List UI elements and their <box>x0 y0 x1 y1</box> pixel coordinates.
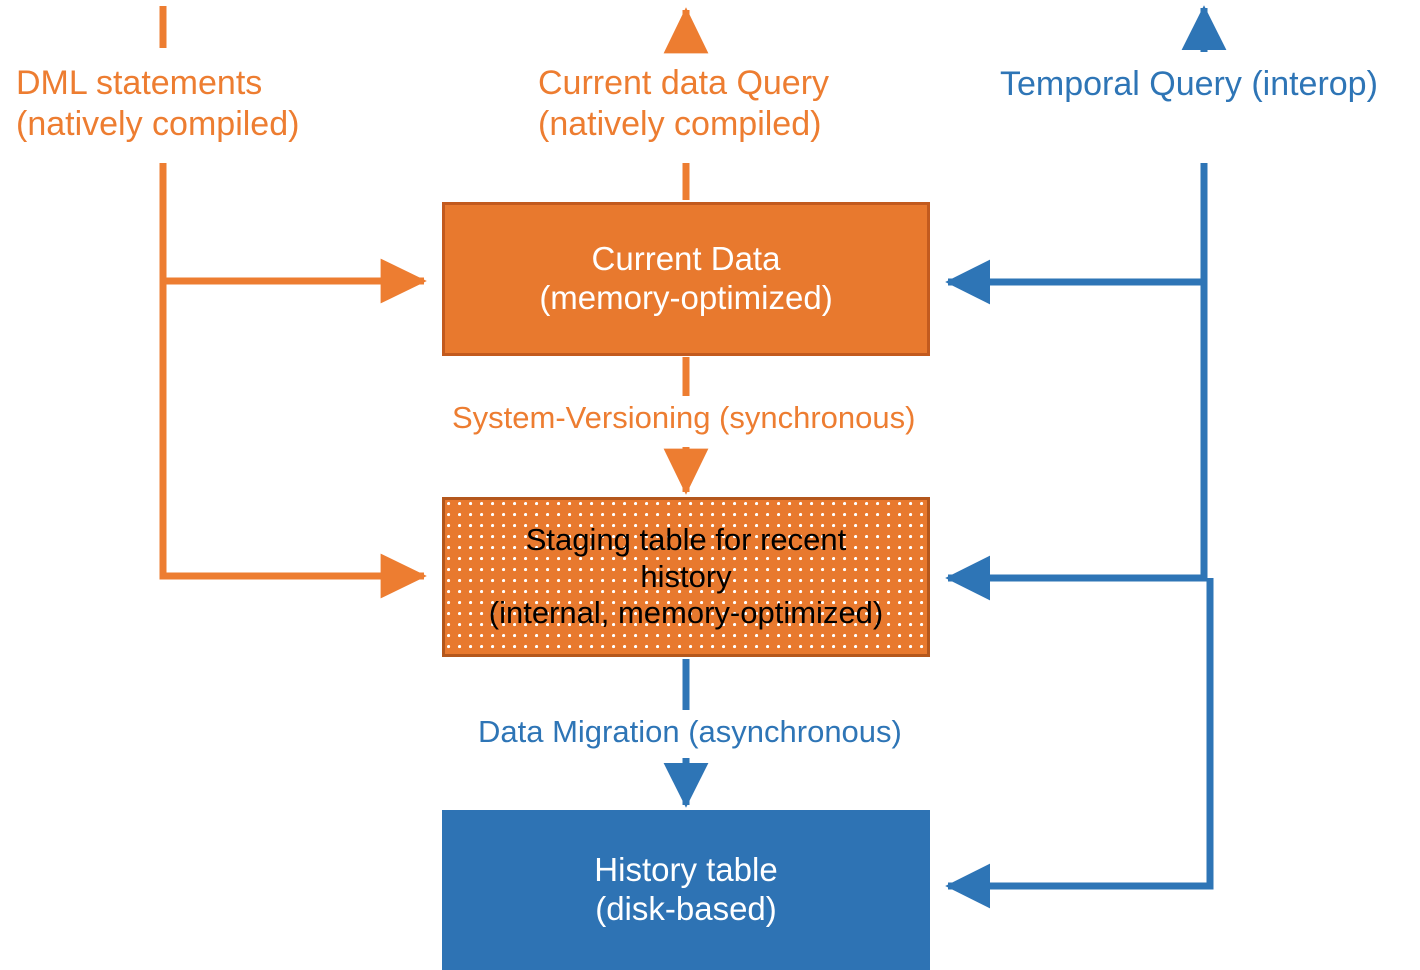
label-system-versioning: System-Versioning (synchronous) <box>452 400 916 435</box>
connector-temporal-to-history <box>945 578 1214 909</box>
node-history-table[interactable]: History table (disk-based) <box>442 810 930 970</box>
label-dml-statements: DML statements (natively compiled) <box>16 64 300 143</box>
node-current-data-label: Current Data (memory-optimized) <box>539 240 833 316</box>
node-current-data[interactable]: Current Data (memory-optimized) <box>442 202 930 356</box>
label-current-data-query: Current data Query (natively compiled) <box>538 64 830 143</box>
connector-temporal-to-staging <box>945 282 1208 601</box>
connector-temporal-to-current-data <box>945 163 1208 305</box>
node-staging-table[interactable]: Staging table for recent history (intern… <box>442 497 930 657</box>
connector-dml-to-staging <box>159 281 427 599</box>
connector-dml-to-current-data <box>159 163 427 304</box>
node-history-table-label: History table (disk-based) <box>594 851 778 927</box>
label-temporal-query: Temporal Query (interop) <box>1000 65 1378 103</box>
label-data-migration: Data Migration (asynchronous) <box>478 714 902 749</box>
node-staging-table-label: Staging table for recent history (intern… <box>488 522 884 631</box>
